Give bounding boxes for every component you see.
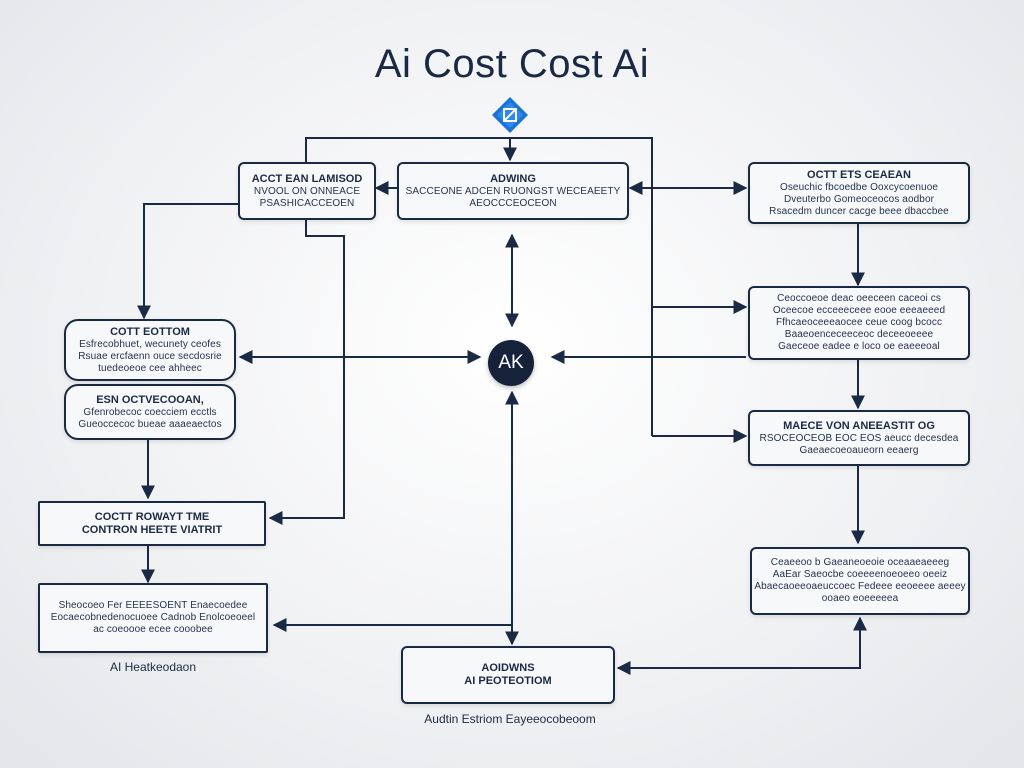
node-left-mid-2-line-2: Gfenrobecoc coecciem ecctls xyxy=(83,406,217,418)
node-top-center: ADWING SACCEONE ADCEN RUONGST WECEAEETY … xyxy=(397,162,629,220)
node-left-bottom-line-2: Eocaecobnedenocuoee Cadnob Enolcoeoeel xyxy=(50,612,256,623)
node-left-mid: COTT EOTTOM Esfrecobhuet, wecunety ceofe… xyxy=(64,319,236,381)
node-left-mid-line-1: COTT EOTTOM xyxy=(110,325,190,338)
node-center-bottom-line-1: AOIDWNS xyxy=(481,662,535,674)
node-center-bottom-line-2: AI PEOTEOTIOM xyxy=(464,675,552,687)
node-left-low: COCTT ROWAYT TME CONTRON HEETE VIATRIT xyxy=(38,501,266,546)
diagram-title: Ai Cost Cost Ai xyxy=(374,42,650,86)
node-top-left-line-3: PSASHICACCEOEN xyxy=(259,197,355,209)
node-right-mid-line-1: Ceoccoeoe deac oeeceen caceoi cs xyxy=(777,293,941,304)
node-right-mid-line-2: Oceecoe ecceeeceee eooe eeeaeeed xyxy=(772,305,946,316)
node-right-mid-line-3: Ffhcaeoceeeaocee ceue coog bcocc xyxy=(775,317,943,328)
node-top-center-line-1: ADWING xyxy=(490,172,536,185)
node-right-bottom-line-4: ooaeo eoeeeeea xyxy=(821,593,899,604)
node-right-mid: Ceoccoeoe deac oeeceen caceoi cs Oceecoe… xyxy=(748,286,970,360)
node-right-bottom-line-3: Abaecaoeeoaeuccoec Fedeee eeoeeee aeeey xyxy=(754,581,966,592)
node-left-mid-line-3: Rsuae ercfaenn ouce secdosrie xyxy=(78,350,222,362)
node-top-right: OCTT ETS CEAEAN Oseuchic fbcoedbe Ooxcyc… xyxy=(748,162,970,224)
node-left-bottom: Sheocoeo Fer EEEESOENT Enaecoedee Eocaec… xyxy=(38,583,268,653)
connector-bottom-to-rightbottom xyxy=(616,616,867,675)
node-right-bottom-line-2: AaEar Saeocbe coeeeenoeoeeo oeeiz xyxy=(772,569,948,580)
node-top-left: ACCT EAN LAMISOD NVOOL ON ONNEACE PSASHI… xyxy=(238,162,376,220)
node-right-mid-line-4: Baaeoenceceeceoc deceeoeeee xyxy=(784,329,934,340)
node-top-right-line-1: OCTT ETS CEAEAN xyxy=(807,168,911,181)
node-right-bottom: Ceaeeoo b Gaeaneoeoie oceaaeaeeeg AaEar … xyxy=(750,547,970,615)
caption-center-bottom: Audtin Estriom Eayeeocobeoom xyxy=(424,712,596,726)
connector-topleft-to-leftmid xyxy=(137,203,238,320)
node-right-mid-line-5: Gaeceoe eadee e loco oe eaeeeoal xyxy=(778,341,940,352)
node-top-center-line-2: SACCEONE ADCEN RUONGST WECEAEETY xyxy=(405,185,621,197)
node-top-right-line-2: Oseuchic fbcoedbe Ooxcycoenuoe xyxy=(779,181,939,193)
node-left-mid-line-2: Esfrecobhuet, wecunety ceofes xyxy=(79,338,221,350)
hub-node: AK xyxy=(488,340,534,386)
node-right-low-line-3: Gaeaecoeoaueorn eeaerg xyxy=(799,444,919,456)
diamond-logo-icon xyxy=(492,97,528,133)
node-center-bottom: AOIDWNS AI PEOTEOTIOM xyxy=(401,646,615,704)
node-right-low-line-2: RSOCEOCEOB EOC EOS aeucc decesdea xyxy=(759,432,959,444)
node-left-mid-2-line-1: ESN OCTVECOOAN, xyxy=(96,393,204,406)
node-left-low-line-2: CONTRON HEETE VIATRIT xyxy=(81,523,223,536)
node-left-bottom-line-1: Sheocoeo Fer EEEESOENT Enaecoedee xyxy=(58,600,248,611)
node-left-low-line-1: COCTT ROWAYT TME xyxy=(94,510,210,523)
node-top-right-line-4: Rsacedm duncer cacge beee dbaccbee xyxy=(769,205,949,217)
caption-left-bottom: AI Heatkeodaon xyxy=(109,660,197,674)
node-left-mid-2: ESN OCTVECOOAN, Gfenrobecoc coecciem ecc… xyxy=(64,384,236,440)
node-left-mid-2-line-3: Gueoccecoc bueae aaaeaectos xyxy=(78,418,222,430)
node-top-left-line-1: ACCT EAN LAMISOD xyxy=(251,172,363,185)
node-right-bottom-line-1: Ceaeeoo b Gaeaneoeoie oceaaeaeeeg xyxy=(770,557,950,568)
connector-topleft-down xyxy=(268,218,345,525)
node-left-mid-line-4: tuedeoeoe cee ahheec xyxy=(98,362,202,374)
node-top-right-line-3: Dveuterbo Gomeoceocos aodbor xyxy=(783,193,935,205)
node-top-center-line-3: AEOCCCEOCEON xyxy=(469,197,557,209)
node-top-left-line-2: NVOOL ON ONNEACE xyxy=(253,185,361,197)
node-left-bottom-line-3: ac coeoooe ecee cooobee xyxy=(93,624,213,635)
node-right-low-line-1: MAECE VON ANEEASTIT OG xyxy=(783,419,935,432)
node-right-low: MAECE VON ANEEASTIT OG RSOCEOCEOB EOC EO… xyxy=(748,410,970,466)
